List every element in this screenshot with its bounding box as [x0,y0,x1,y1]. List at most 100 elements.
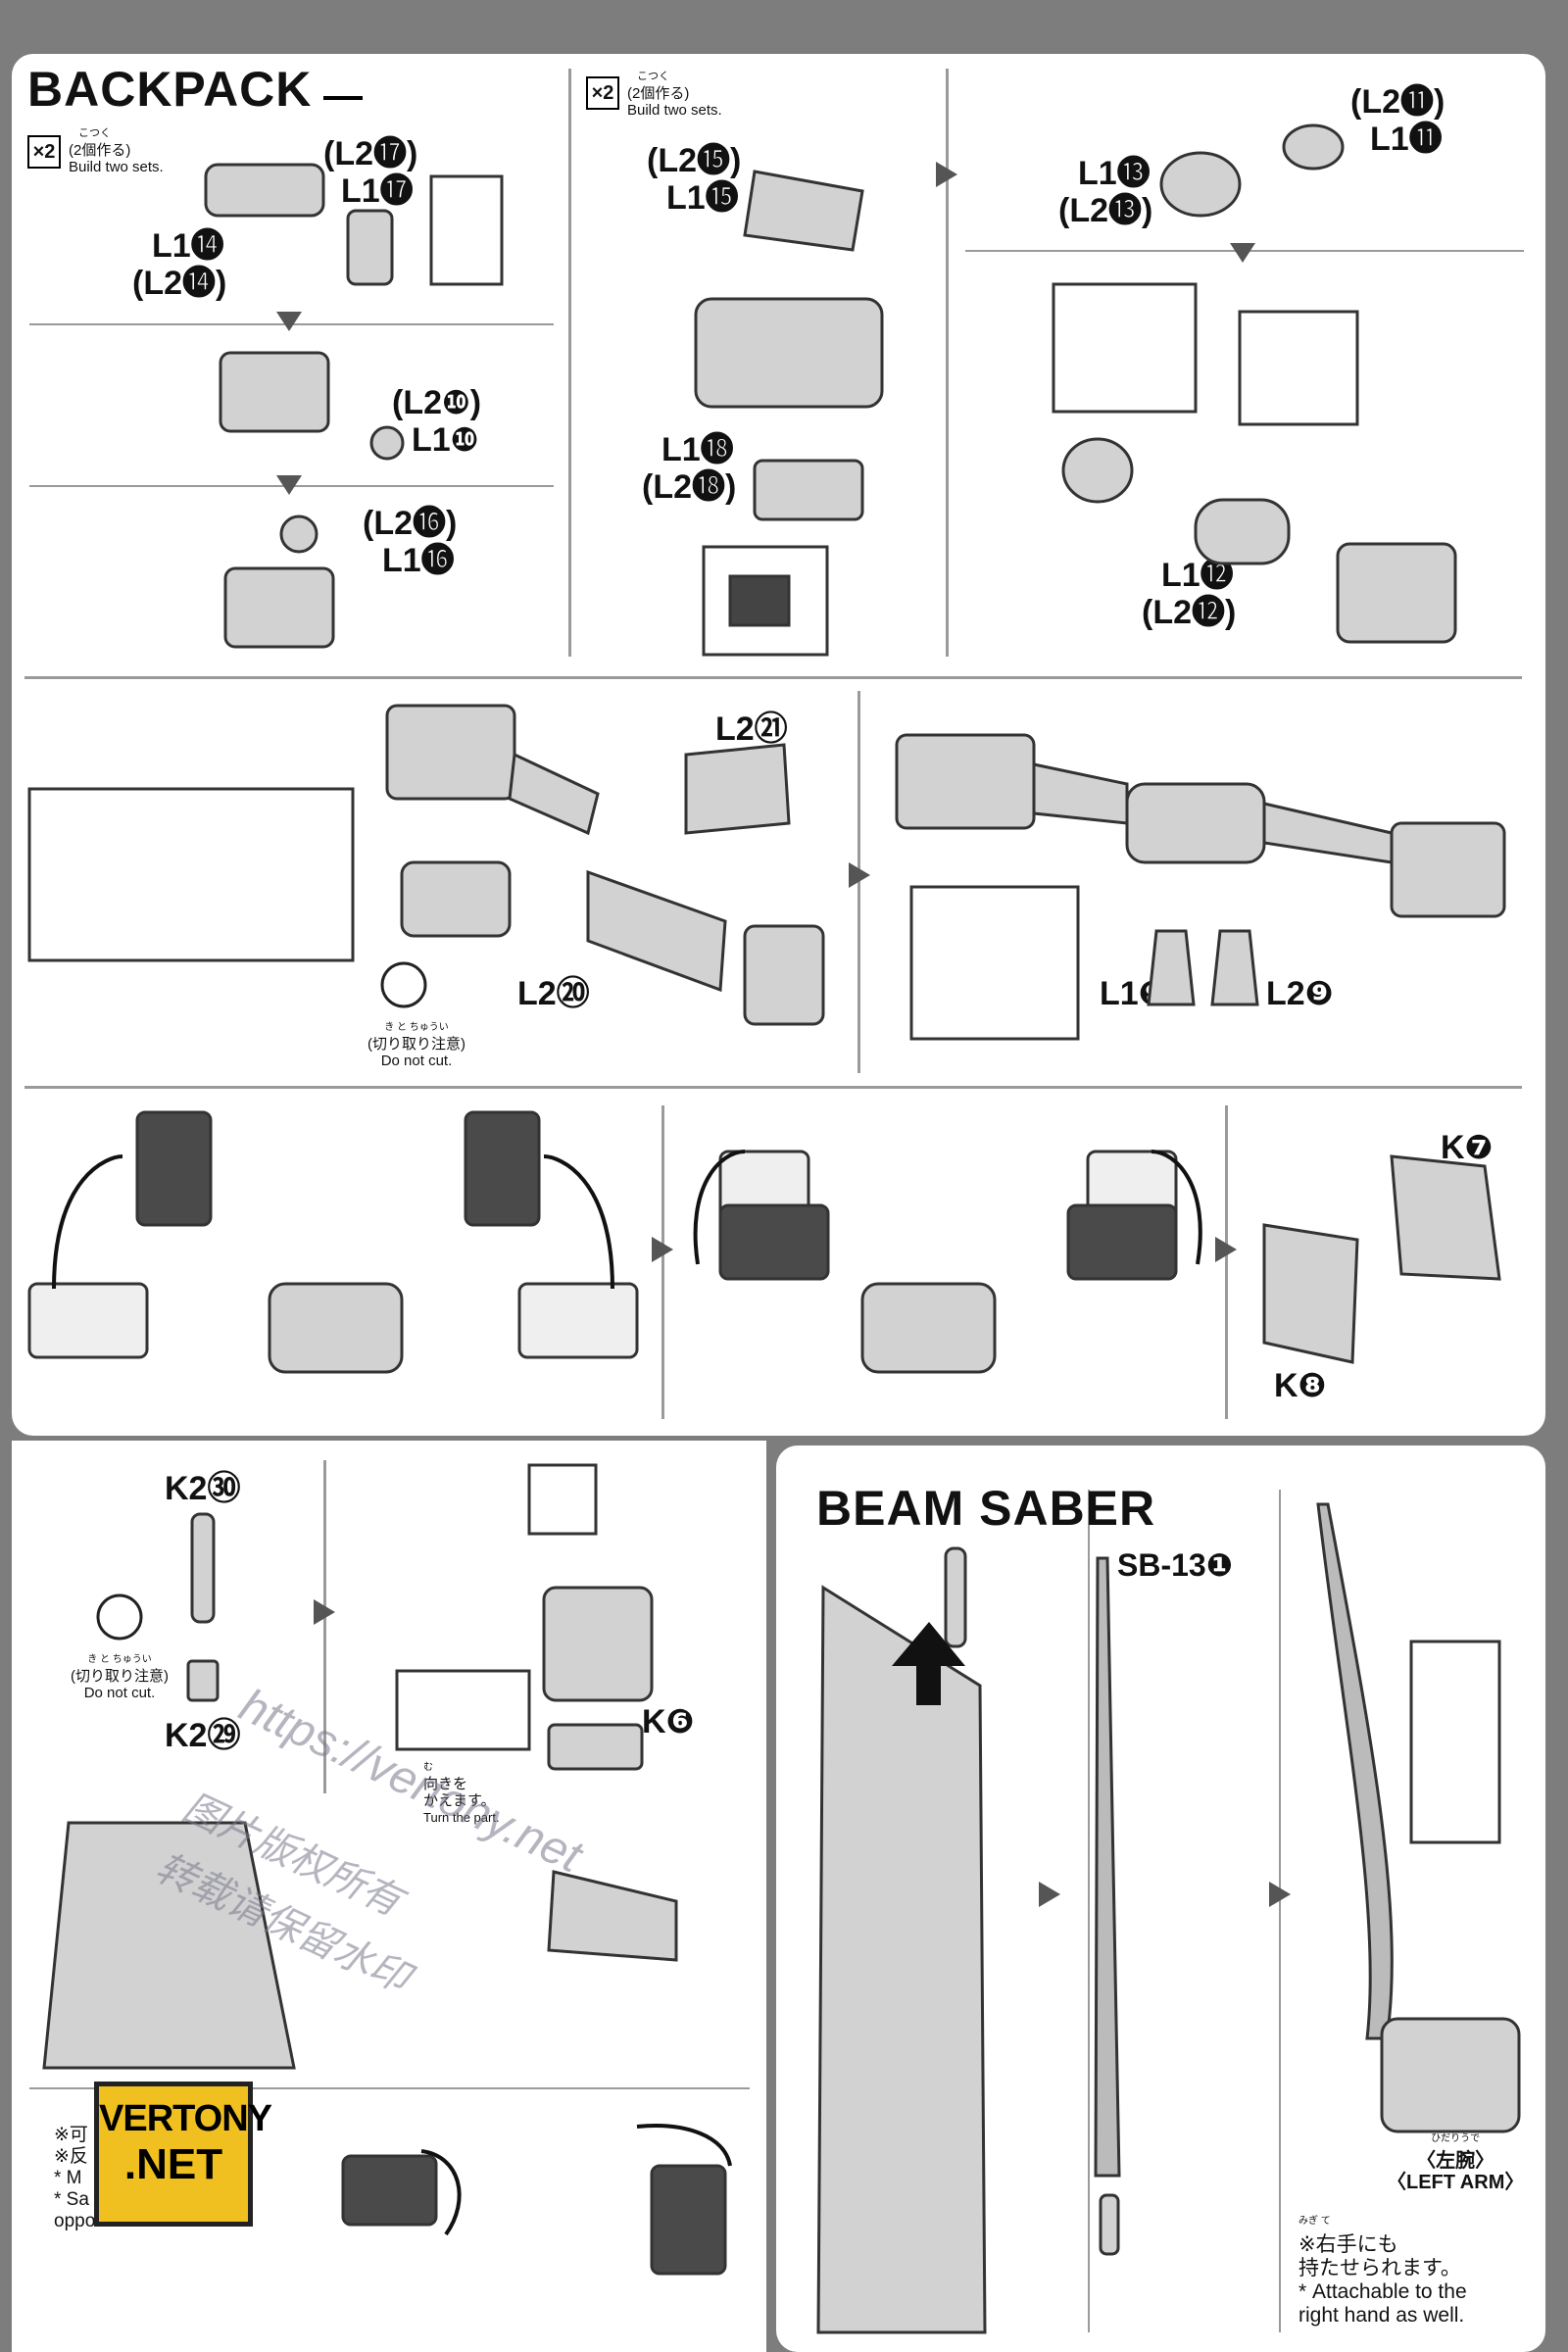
beam-saber-blade-illustration [1316,1502,1394,2040]
backpack-part-illustration [694,297,884,409]
backpack-part-illustration [547,1870,678,1962]
beam-saber-part-illustration [1099,2193,1120,2256]
title-underline [323,96,363,100]
build-two-badge: ×2 [586,76,619,110]
backpack-part-illustration [547,1723,644,1771]
part-label: (L2⓱) [323,135,418,172]
part-label: L2❾ [1266,975,1334,1012]
step-arrow-icon [314,1599,335,1625]
backpack-part-illustration [1262,1223,1359,1364]
detail-callout [1409,1640,1501,1844]
lift-arrow-icon [892,1622,965,1705]
backpack-part-illustration [728,574,791,627]
build-two-text: こつく (2個作る)Build two sets. [69,127,164,175]
step-arrow-icon [936,162,957,187]
build-two-text: こつく (2個作る)Build two sets. [627,71,722,119]
backpack-part-illustration [1262,802,1394,864]
do-not-cut-note: き と ちゅうい (切り取り注意)Do not cut. [71,1654,169,1701]
backpack-part-illustration [1282,123,1345,171]
part-label: L1⓮ [152,227,224,265]
detail-callout [1052,282,1198,414]
part-label: L1⓱ [341,172,414,210]
divider [662,1105,664,1419]
backpack-part-illustration [586,869,727,993]
backpack-part-illustration [1390,1154,1501,1281]
backpack-part-illustration [464,1110,541,1227]
rotate-arrow-icon [636,2124,732,2167]
part-label: (L2⓭) [1058,192,1153,229]
mobile-suit-illustration [816,1585,987,2334]
divider [946,69,949,657]
detail-callout [1238,310,1359,426]
backpack-part-illustration [341,2154,438,2227]
backpack-part-illustration [650,2164,727,2276]
backpack-part-illustration [346,209,394,286]
detail-callout [27,787,355,962]
do-not-cut-note: き と ちゅうい (切り取り注意)Do not cut. [368,1022,466,1069]
part-label: L2⑳ [517,975,590,1012]
divider [29,2087,750,2089]
detail-callout [395,1669,531,1751]
section-title-backpack: BACKPACK [27,62,313,117]
beam-saber-part-illustration [944,1546,967,1648]
part-label: (L2⓰) [363,505,458,542]
detail-callout [909,885,1080,1041]
detail-callout [527,1463,598,1536]
detail-callout [429,174,504,286]
backpack-part-illustration [219,351,330,433]
step-arrow-icon [1230,243,1255,263]
backpack-part-illustration [1066,1203,1178,1281]
part-label: K❽ [1274,1367,1327,1404]
backpack-part-illustration [753,459,864,521]
part-label: K❻ [642,1703,695,1740]
step-arrow-icon [276,475,302,495]
backpack-part-illustration [204,163,325,218]
backpack-part-illustration [1210,929,1259,1006]
left-arm-label: ひだりうで 〈左腕〉〈LEFT ARM〉 [1387,2133,1525,2193]
divider [568,69,571,657]
part-label: K2㉚ [165,1470,241,1507]
part-label: L1⓯ [666,179,739,217]
divider [24,676,1522,679]
backpack-part-illustration [135,1110,213,1227]
part-label: K2㉙ [165,1717,241,1754]
part-label: K❼ [1441,1129,1494,1166]
backpack-part-illustration [860,1282,997,1374]
rotate-arrow-icon [420,2149,462,2236]
part-label: SB-13❶ [1117,1547,1233,1583]
backpack-part-illustration [1061,437,1134,504]
backpack-part-illustration [279,514,318,554]
hand-illustration [1380,2017,1521,2133]
step-arrow-icon [652,1237,673,1262]
divider [1279,1490,1281,2332]
backpack-part-illustration [190,1512,216,1624]
backpack-part-illustration [186,1659,220,1702]
no-cut-icon [96,1593,143,1641]
part-label: L1⓫ [1370,121,1443,158]
backpack-part-illustration [895,733,1036,830]
backpack-part-illustration [1147,929,1196,1006]
backpack-part-illustration [1390,821,1506,918]
divider [323,1460,326,1793]
divider [24,1086,1522,1089]
no-cut-icon [380,961,427,1008]
turn-part-note: む 向きをかえます。 Turn the part. [423,1762,500,1825]
beam-saber-blade-illustration [1094,1556,1121,2178]
backpack-part-illustration [1159,151,1242,218]
backpack-part-illustration [400,860,512,938]
backpack-part-illustration [542,1586,654,1702]
part-label: L2㉑ [715,710,788,748]
backpack-part-illustration [223,566,335,649]
part-label: L1⓲ [662,431,734,468]
part-label: (L2⓯) [647,142,742,179]
divider [1088,1490,1090,2332]
backpack-part-illustration [268,1282,404,1374]
step-arrow-icon [1039,1882,1060,1907]
build-two-badge: ×2 [27,135,61,169]
backpack-part-illustration [743,924,825,1026]
backpack-part-illustration [1336,542,1457,644]
part-label: L1⓭ [1078,155,1151,192]
divider [1225,1105,1228,1419]
step-arrow-icon [276,312,302,331]
